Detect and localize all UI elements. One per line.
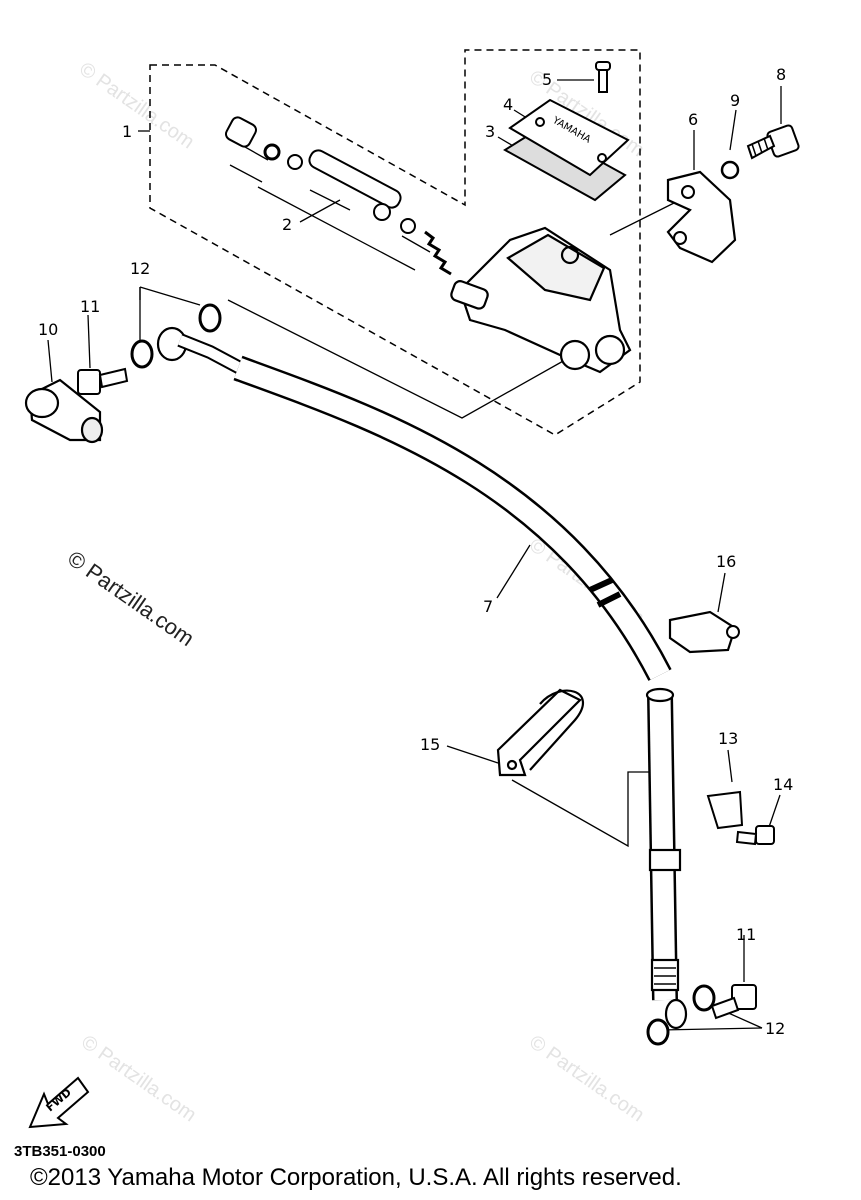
callout-16: 16 — [716, 552, 736, 571]
callout-12-upper: 12 — [130, 259, 150, 278]
forward-arrow-icon: FWD — [28, 1076, 90, 1129]
bolt-14 — [735, 825, 775, 846]
callout-6: 6 — [688, 110, 698, 129]
hose-guide-15 — [496, 688, 584, 777]
callout-1: 1 — [122, 122, 132, 141]
handlebar-holder — [666, 170, 737, 264]
washer-9 — [720, 160, 740, 180]
cap-screw-hole — [535, 117, 545, 127]
piston-cup — [400, 218, 416, 234]
callout-9: 9 — [730, 91, 740, 110]
callout-3: 3 — [485, 122, 495, 141]
washer-small — [287, 154, 303, 170]
circlip — [263, 143, 281, 161]
callout-7: 7 — [483, 597, 493, 616]
brake-hose-7 — [156, 326, 672, 681]
washer-12-b — [198, 303, 222, 333]
piston-boot — [225, 116, 257, 148]
piston-seal — [373, 203, 391, 221]
holder-bolt-hole — [681, 185, 695, 199]
clamp-13 — [706, 790, 744, 830]
holder-bolt-hole — [673, 231, 687, 245]
washer-12-a — [130, 339, 154, 369]
brake-hose-lower — [645, 687, 688, 1030]
callout-10: 10 — [38, 320, 58, 339]
banjo-cover-10 — [24, 378, 104, 444]
callout-12-lower: 12 — [765, 1019, 785, 1038]
diagram-code: 3TB351-0300 — [14, 1143, 106, 1160]
callout-13: 13 — [718, 729, 738, 748]
piston-spring — [424, 230, 452, 276]
washer-12-d — [646, 1018, 670, 1046]
watermark-text: © Partzilla.com — [75, 58, 198, 153]
callout-11-lower: 11 — [736, 925, 756, 944]
kit-boundary — [149, 49, 641, 436]
piston-rod — [308, 149, 402, 209]
callout-14: 14 — [773, 775, 793, 794]
watermark-text: © Partzilla.com — [525, 1031, 648, 1126]
callout-8: 8 — [776, 65, 786, 84]
watermark-text: © Partzilla.com — [77, 1031, 200, 1126]
bolt-11-lower — [710, 984, 757, 1020]
watermark-text: © Partzilla.com — [63, 546, 199, 652]
screw — [595, 61, 611, 93]
callout-4: 4 — [503, 95, 513, 114]
clamp-screw — [726, 625, 740, 639]
copyright-notice: ©2013 Yamaha Motor Corporation, U.S.A. A… — [30, 1164, 682, 1191]
leader-lines — [47, 79, 782, 1031]
watermarks: © Partzilla.com © Partzilla.com © Partzi… — [63, 58, 648, 1126]
callout-5: 5 — [542, 70, 552, 89]
piston-kit-parts — [225, 116, 452, 276]
callout-2: 2 — [282, 215, 292, 234]
hose-clamp-16 — [668, 610, 737, 654]
bolt-11-upper — [77, 367, 129, 395]
callouts: 1 2 3 4 5 6 7 8 9 10 11 12 13 14 15 16 1… — [38, 65, 793, 1038]
cap-screw-hole — [597, 153, 607, 163]
bolt-8 — [746, 124, 800, 160]
callout-15: 15 — [420, 735, 440, 754]
callout-11-upper: 11 — [80, 297, 100, 316]
master-cylinder-body — [450, 226, 632, 374]
washer-12-c — [692, 984, 716, 1012]
reservoir-cap-group: YAMAHA — [503, 61, 630, 202]
